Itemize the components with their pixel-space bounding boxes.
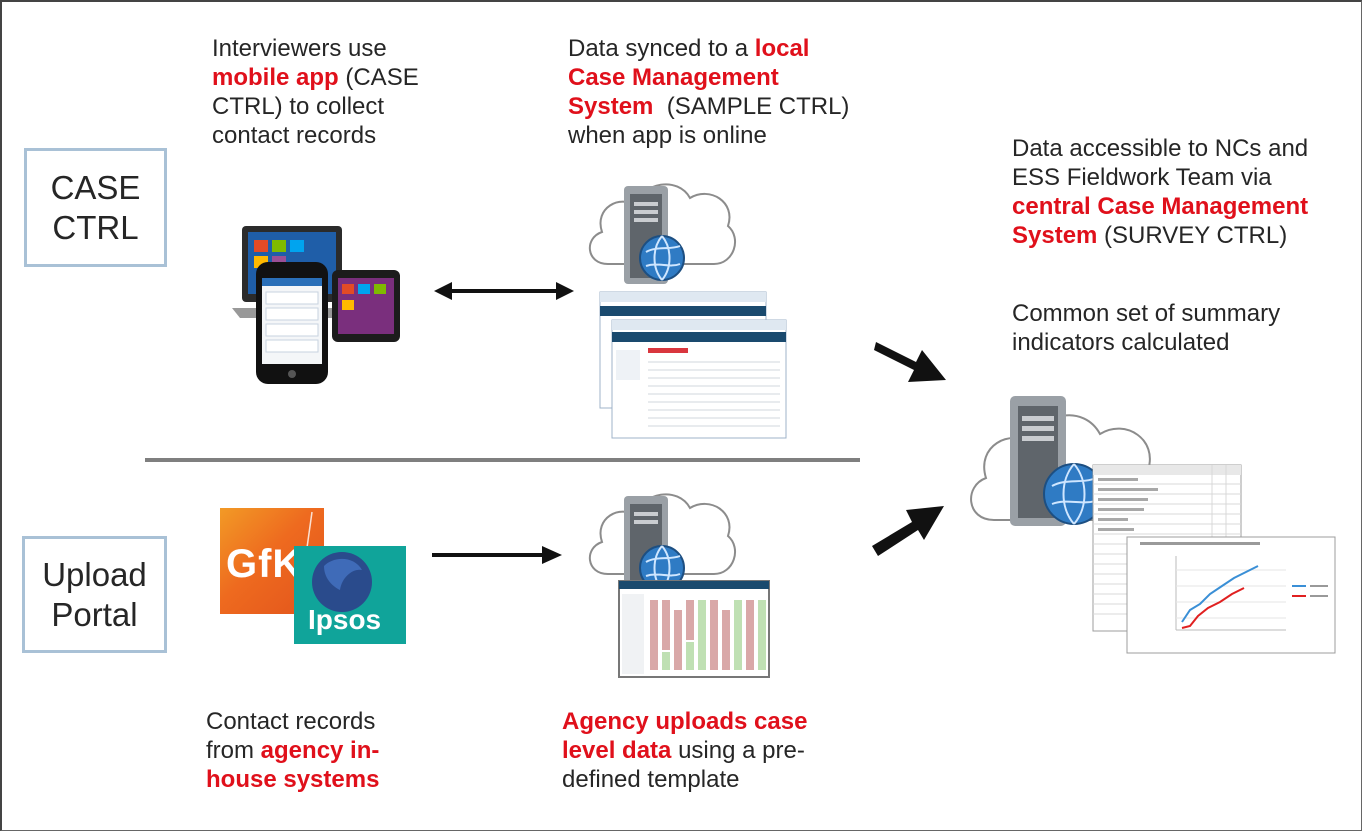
case-ctrl-line-1: CASE (50, 168, 141, 206)
text-line: Contact records (206, 707, 466, 736)
text-line: mobile app (CASE (212, 63, 472, 92)
text-run: Interviewers use (212, 35, 387, 62)
text-line: level data using a pre- (562, 736, 862, 765)
cloud-server-icon (588, 183, 737, 284)
upload-portal-line-1: Upload (42, 555, 147, 593)
text-run-highlight: agency in- (260, 737, 380, 764)
text-run: contact records (212, 122, 377, 149)
text-run: indicators calculated (1012, 329, 1230, 356)
text-run-highlight: System (1012, 222, 1098, 249)
text-line: when app is online (568, 121, 908, 150)
gfk-logo-text: GfK (226, 542, 303, 586)
contact-records-text: Contact records from agency in- house sy… (206, 707, 466, 794)
text-run-highlight: local (754, 35, 810, 62)
text-run: Contact records (206, 708, 376, 735)
arrow-down-right-icon (874, 342, 946, 382)
text-line: indicators calculated (1012, 328, 1357, 357)
text-line: System (SURVEY CTRL) (1012, 221, 1357, 250)
upload-template-icon (618, 580, 770, 678)
interviewers-text: Interviewers use mobile app (CASE CTRL) … (212, 34, 472, 150)
text-line: Case Management (568, 63, 908, 92)
text-line: CTRL) to collect (212, 92, 472, 121)
text-run-highlight: mobile app (212, 64, 339, 91)
text-run-highlight: level data (562, 737, 672, 764)
text-run: from (206, 737, 261, 764)
agency-uploads-text: Agency uploads case level data using a p… (562, 707, 862, 794)
text-run-highlight: Agency uploads case (562, 708, 808, 735)
mobile-devices-icon (232, 226, 400, 384)
gfk-logo: GfK (220, 508, 324, 614)
text-run: (SURVEY CTRL) (1097, 222, 1288, 249)
text-line: Common set of summary (1012, 299, 1357, 328)
case-ctrl-box: CASE CTRL (24, 148, 167, 267)
text-run-highlight: house systems (206, 766, 380, 793)
text-line: Data accessible to NCs and (1012, 134, 1357, 163)
text-run: using a pre- (671, 737, 805, 764)
text-line: defined template (562, 765, 862, 794)
text-run-highlight: central Case Management (1012, 193, 1309, 220)
text-line: Data synced to a local (568, 34, 908, 63)
cloud-server-icon-lower (588, 493, 737, 592)
text-run-highlight: Case Management (568, 64, 779, 91)
text-run: defined template (562, 766, 740, 793)
upload-portal-box: Upload Portal (22, 536, 167, 653)
text-run: when app is online (568, 122, 767, 149)
arrow-up-right-icon (872, 506, 944, 556)
text-line: from agency in- (206, 736, 466, 765)
text-line: ESS Fieldwork Team via (1012, 163, 1357, 192)
progress-chart-icon (1126, 536, 1336, 654)
synced-text: Data synced to a local Case Management S… (568, 34, 908, 150)
ipsos-logo: Ipsos (294, 546, 406, 644)
text-line: Interviewers use (212, 34, 472, 63)
text-line: System (SAMPLE CTRL) (568, 92, 908, 121)
common-text: Common set of summary indicators calcula… (1012, 299, 1357, 357)
case-ctrl-line-2: CTRL (52, 208, 139, 246)
case-management-screenshot-icon (599, 291, 787, 439)
upload-portal-line-2: Portal (51, 595, 138, 633)
text-run: Common set of summary (1012, 300, 1281, 327)
text-line: contact records (212, 121, 472, 150)
text-run: (CASE (338, 64, 419, 91)
right-arrow-icon (432, 546, 562, 564)
accessible-text: Data accessible to NCs and ESS Fieldwork… (1012, 134, 1357, 250)
text-run-highlight: System (568, 93, 654, 120)
text-run: ESS Fieldwork Team via (1012, 164, 1272, 191)
ipsos-logo-text: Ipsos (308, 604, 382, 635)
text-run: Data accessible to NCs and (1012, 135, 1309, 162)
text-run: Data synced to a (568, 35, 755, 62)
text-line: house systems (206, 765, 466, 794)
double-arrow-icon (434, 282, 574, 300)
text-run: (SAMPLE CTRL) (653, 93, 850, 120)
section-divider (145, 458, 860, 462)
text-line: Agency uploads case (562, 707, 862, 736)
text-line: central Case Management (1012, 192, 1357, 221)
text-run: CTRL) to collect (212, 93, 385, 120)
